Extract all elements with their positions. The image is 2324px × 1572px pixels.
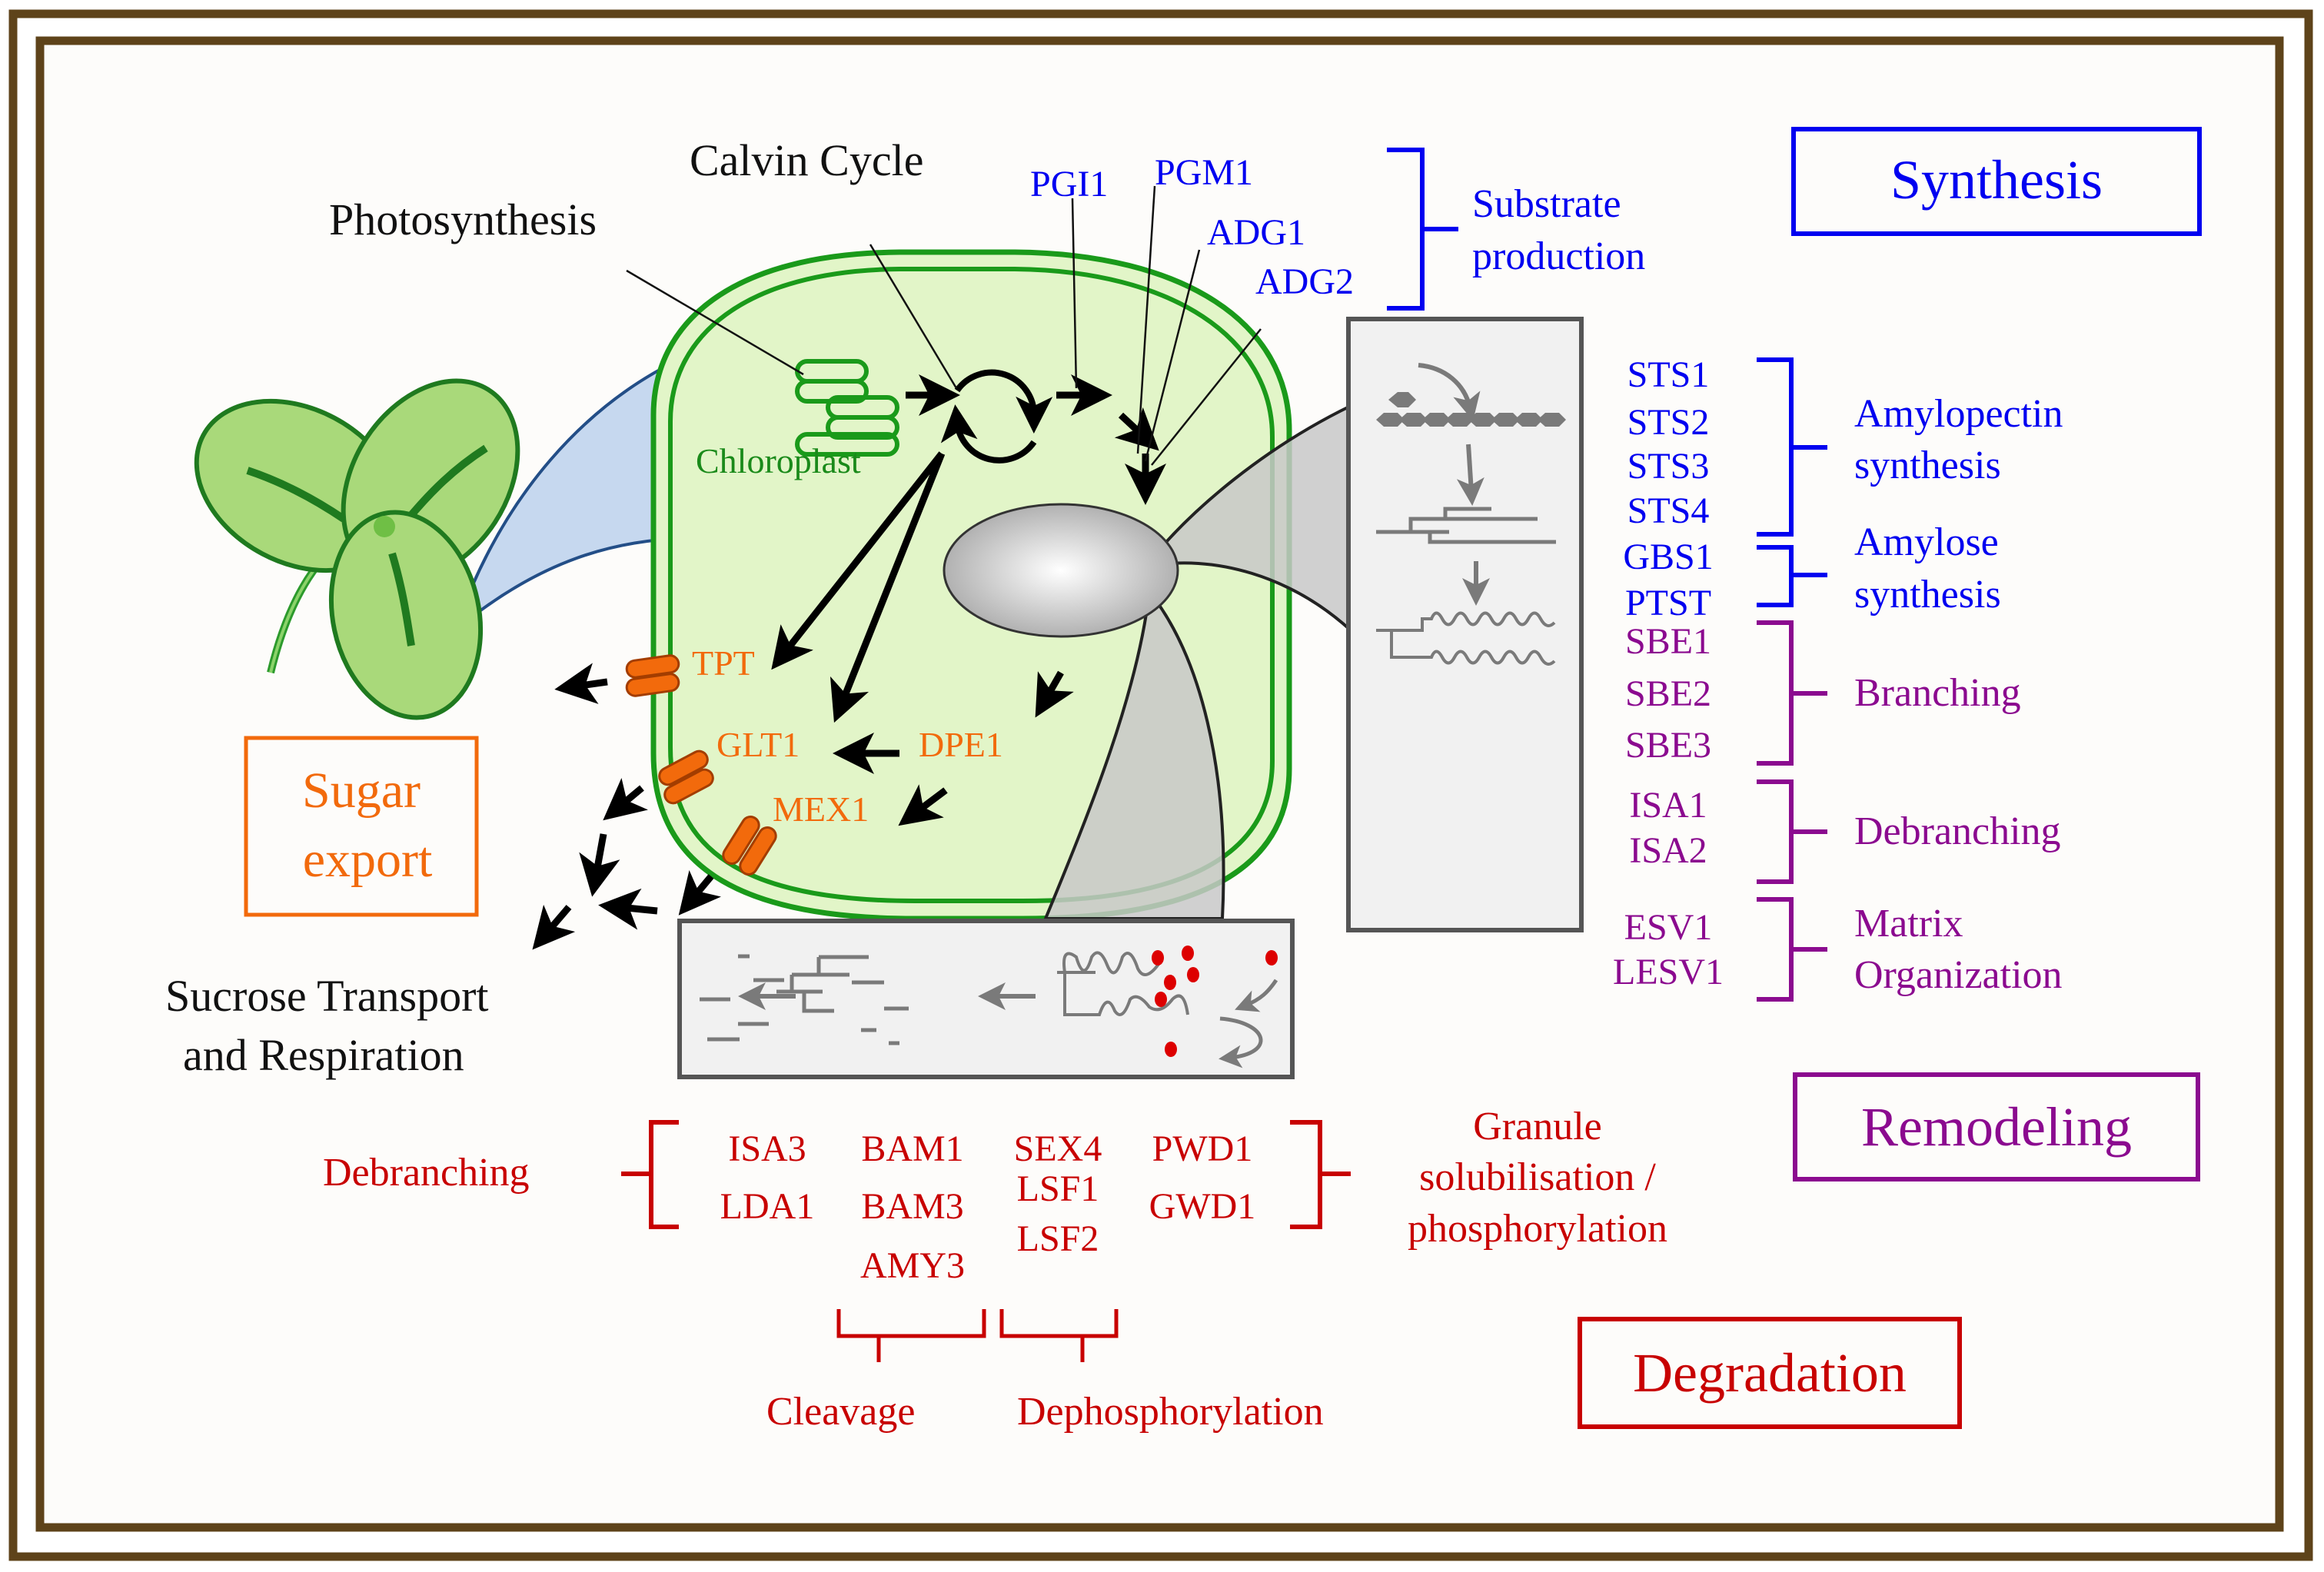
- matrix-label-line2: Organization: [1854, 953, 2063, 997]
- flux-arrows: [771, 374, 1166, 826]
- enzyme-gbs1: GBS1: [1623, 537, 1713, 577]
- enzyme-adg2: ADG2: [1255, 261, 1354, 302]
- enzyme-pgi1: PGI1: [1030, 164, 1108, 204]
- enzyme-lsf2: LSF2: [1017, 1218, 1099, 1259]
- seedling-icon: [194, 378, 520, 720]
- transporter-tpt-label: TPT: [692, 643, 755, 683]
- bracket-amylopectin: [1757, 357, 1827, 537]
- enzyme-sex4: SEX4: [1014, 1128, 1102, 1169]
- debranching-degradation-label: Debranching: [323, 1151, 530, 1195]
- amylopectin-label-line1: Amylopectin: [1854, 392, 2063, 436]
- remodeling-title: Remodeling: [1861, 1096, 2132, 1158]
- export-arrows: [532, 663, 722, 950]
- calvin-cycle-icon: [940, 369, 1053, 464]
- thylakoid-icon: [795, 359, 899, 457]
- synthesis-title: Synthesis: [1890, 149, 2103, 211]
- bracket-degradation-left: [621, 1120, 679, 1229]
- enzyme-pwd1: PWD1: [1152, 1128, 1253, 1169]
- dephosphorylation-label: Dephosphorylation: [1017, 1390, 1324, 1434]
- enzyme-sts3: STS3: [1627, 446, 1710, 487]
- bracket-amylose: [1757, 545, 1827, 607]
- enzyme-sbe1: SBE1: [1625, 621, 1711, 662]
- bracket-matrix: [1757, 897, 1827, 1002]
- enzyme-isa1: ISA1: [1629, 785, 1707, 826]
- sugar-export-box: [244, 736, 479, 917]
- enzyme-lsf1: LSF1: [1017, 1168, 1099, 1209]
- enzyme-sbe2: SBE2: [1625, 673, 1711, 714]
- outer-frame: [8, 9, 2313, 1561]
- enzyme-sts4: STS4: [1627, 490, 1710, 531]
- photosynthesis-label: Photosynthesis: [329, 194, 597, 244]
- glucose-chain-icon: [1376, 413, 1566, 427]
- sucrose-label-line2: and Respiration: [183, 1030, 464, 1080]
- enzyme-sts1: STS1: [1627, 354, 1710, 395]
- synthesis-box: [1791, 127, 2202, 236]
- debranching-remodel-label: Debranching: [1854, 809, 2061, 853]
- enzyme-sbe3: SBE3: [1625, 725, 1711, 766]
- substrate-label-line1: Substrate: [1472, 182, 1621, 226]
- enzyme-pgm1: PGM1: [1155, 152, 1253, 193]
- substrate-label-line2: production: [1472, 234, 1645, 278]
- remodeling-box: [1793, 1072, 2200, 1181]
- degradation-title: Degradation: [1633, 1342, 1907, 1404]
- degradation-box: [1578, 1317, 1962, 1429]
- pointer-lines: [626, 185, 1262, 466]
- enzyme-amy3: AMY3: [860, 1245, 965, 1286]
- sucrose-label-line1: Sucrose Transport: [165, 971, 489, 1021]
- enzyme-bam3: BAM3: [861, 1186, 963, 1227]
- branching-label: Branching: [1854, 671, 2021, 715]
- bracket-substrate: [1387, 148, 1458, 311]
- enzyme-bam1: BAM1: [861, 1128, 963, 1169]
- amylose-label-line1: Amylose: [1854, 520, 1999, 564]
- enzyme-esv1: ESV1: [1624, 907, 1713, 948]
- bracket-degradation-right: [1290, 1120, 1351, 1229]
- enzyme-lesv1: LESV1: [1613, 952, 1724, 992]
- enzyme-ptst: PTST: [1625, 583, 1711, 623]
- chloroplast-label: Chloroplast: [696, 441, 861, 480]
- phosphate-dots: [1152, 946, 1278, 1057]
- granule-label-line3: phosphorylation: [1408, 1207, 1667, 1251]
- transporter-glt1-icon: [658, 749, 714, 805]
- enzyme-lda1: LDA1: [720, 1186, 815, 1227]
- amylose-label-line2: synthesis: [1854, 573, 2001, 617]
- transporter-mex1-icon: [722, 815, 777, 876]
- cleavage-label: Cleavage: [766, 1390, 915, 1434]
- amylopectin-label-line2: synthesis: [1854, 444, 2001, 487]
- enzyme-gwd1: GWD1: [1149, 1186, 1256, 1227]
- transporter-mex1-label: MEX1: [773, 789, 869, 829]
- enzyme-isa2: ISA2: [1629, 830, 1707, 871]
- granule-label-line2: solubilisation /: [1419, 1155, 1656, 1199]
- matrix-label-line1: Matrix: [1854, 902, 1963, 946]
- enzyme-adg1: ADG1: [1207, 212, 1305, 253]
- sugar-export-title-line1: Sugar: [302, 763, 421, 819]
- enzyme-isa3: ISA3: [728, 1128, 806, 1169]
- sugar-export-title-line2: export: [303, 832, 433, 888]
- bracket-cleavage: [836, 1309, 986, 1362]
- bracket-branching: [1757, 620, 1827, 766]
- calvin-cycle-label: Calvin Cycle: [690, 135, 923, 185]
- bracket-debranching-remodel: [1757, 779, 1827, 884]
- bracket-dephosphorylation: [999, 1309, 1119, 1362]
- enzyme-dpe1-label: DPE1: [919, 725, 1003, 764]
- enzyme-sts2: STS2: [1627, 402, 1710, 443]
- granule-label-line1: Granule: [1473, 1105, 1601, 1148]
- synthesis-panel: [1346, 317, 1584, 932]
- degradation-panel: [677, 919, 1295, 1079]
- starch-granule: [943, 503, 1179, 638]
- transporter-glt1-label: GLT1: [716, 725, 800, 764]
- transporter-tpt-icon: [625, 654, 680, 697]
